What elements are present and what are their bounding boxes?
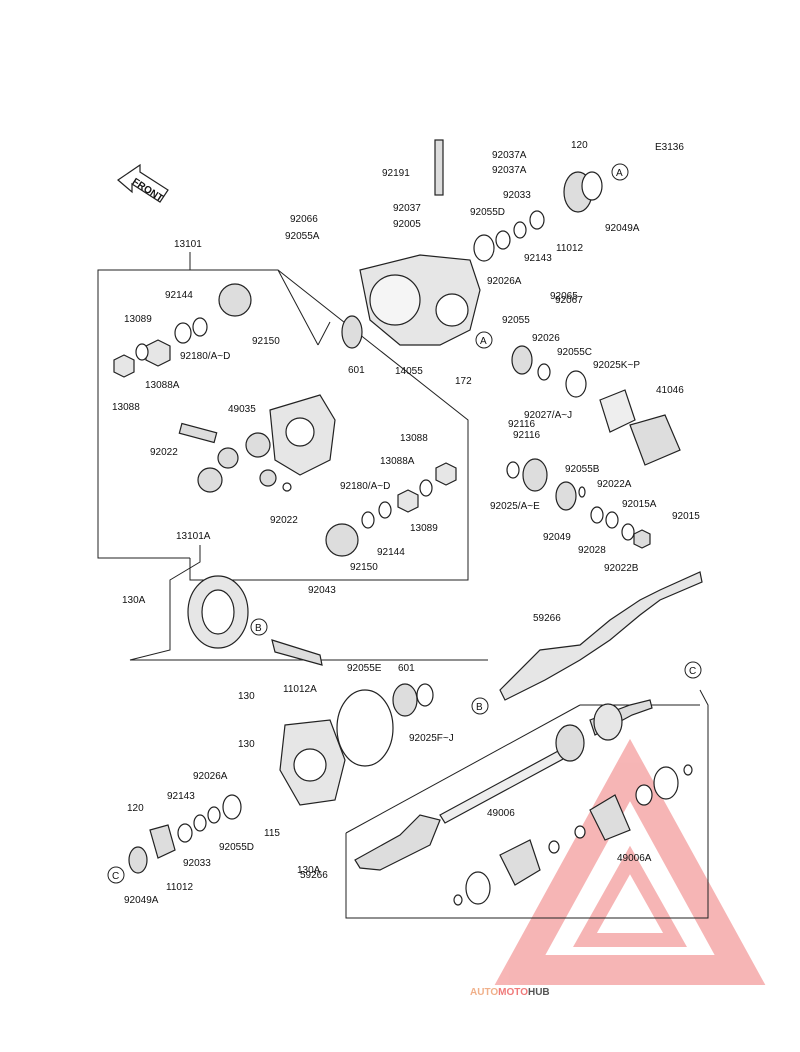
part-label: 49035	[228, 404, 256, 415]
part-label: 601	[348, 365, 365, 376]
part-label: 92180/A~D	[180, 351, 230, 362]
part-label: 92143	[167, 791, 195, 802]
part-label: 92005	[393, 219, 421, 230]
watermark-text-3: HUB	[528, 987, 550, 998]
part-label: 172	[455, 376, 472, 387]
part-label: 92022	[150, 447, 178, 458]
part-label: 92065	[550, 291, 578, 302]
part-label: 601	[398, 663, 415, 674]
part-label: 92150	[350, 562, 378, 573]
watermark-text-2: MOTO	[498, 987, 528, 998]
part-label: 92037	[393, 203, 421, 214]
part-label: 13089	[124, 314, 152, 325]
part-label: 92037A	[492, 165, 527, 176]
callout-label: A	[480, 336, 487, 347]
part-label: 92025K~P	[593, 360, 640, 371]
part-label: 92033	[503, 190, 531, 201]
part-label: 92055D	[219, 842, 254, 853]
callout-circles	[107, 163, 702, 884]
svg-text:AUTOMOTOHUB: AUTOMOTOHUB	[470, 987, 550, 998]
part-label: 92022	[270, 515, 298, 526]
part-label: 92180/A~D	[340, 481, 390, 492]
part-label: 130	[238, 739, 255, 750]
part-label: 92067	[555, 295, 583, 306]
part-label: 92026A	[487, 276, 522, 287]
part-label: 59266	[533, 613, 561, 624]
part-label: 49006	[487, 808, 515, 819]
part-label: 11012A	[283, 684, 317, 695]
part-label: 92026	[532, 333, 560, 344]
part-label: 130A	[297, 865, 321, 876]
part-label: 92015	[672, 511, 700, 522]
callout-label: B	[476, 702, 483, 713]
part-label: 130A	[122, 595, 146, 606]
part-label: 92143	[524, 253, 552, 264]
callout-label: C	[689, 666, 696, 677]
part-label: 92025F~J	[409, 733, 454, 744]
part-label: 49006A	[617, 853, 652, 864]
part-label: 92116	[513, 430, 541, 441]
part-label: 92043	[308, 585, 336, 596]
part-label: 13089	[410, 523, 438, 534]
part-label: 14055	[395, 366, 423, 377]
part-label: 120	[571, 140, 588, 151]
part-label: 92055	[502, 315, 530, 326]
part-label: 13088	[112, 402, 140, 413]
assembly-outlines	[97, 252, 709, 919]
part-label: 92037A	[492, 150, 527, 161]
part-label: 92026A	[193, 771, 228, 782]
part-label: 92022A	[597, 479, 632, 490]
part-label: 13101	[174, 239, 202, 250]
part-labels: 92037A92037A921911209203392049A110129203…	[112, 140, 700, 906]
part-label: 115	[264, 828, 280, 839]
part-label: 92025/A~E	[490, 501, 540, 512]
part-label: 92116	[508, 419, 536, 430]
part-shapes	[113, 139, 703, 906]
part-label: 92015A	[622, 499, 657, 510]
part-label: 92066	[290, 214, 318, 225]
watermark-text-1: AUTO	[470, 987, 498, 998]
part-label: 92055D	[470, 207, 505, 218]
part-label: 92055A	[285, 231, 320, 242]
part-label: 92144	[165, 290, 193, 301]
part-label: 92055E	[347, 663, 382, 674]
part-label: 92049A	[605, 223, 640, 234]
part-label: 13088A	[145, 380, 180, 391]
part-label: 92022B	[604, 563, 639, 574]
part-label: 92144	[377, 547, 405, 558]
part-label: 92150	[252, 336, 280, 347]
callout-label: A	[616, 168, 623, 179]
part-label: 92049A	[124, 895, 159, 906]
part-label: 13101A	[176, 531, 211, 542]
callout-labels: A A B B C C	[112, 168, 696, 882]
watermark-logo	[494, 738, 766, 985]
callout-label: C	[112, 871, 119, 882]
part-label: 120	[127, 803, 144, 814]
part-label: 92055C	[557, 347, 592, 358]
part-label: 11012	[166, 882, 194, 893]
part-label: 59266	[300, 870, 328, 881]
part-label: 13088	[400, 433, 428, 444]
part-label: 13088A	[380, 456, 415, 467]
part-label: 92027/A~J	[524, 410, 572, 421]
part-label: 11012	[556, 243, 584, 254]
part-label: 130	[238, 691, 255, 702]
part-label: 92033	[183, 858, 211, 869]
part-label: 41046	[656, 385, 684, 396]
diagram-code: E3136	[655, 142, 684, 153]
part-label: 92055B	[565, 464, 600, 475]
part-label: 92028	[578, 545, 606, 556]
part-label: 92049	[543, 532, 571, 543]
callout-label: B	[255, 623, 262, 634]
part-label: 92191	[382, 168, 410, 179]
